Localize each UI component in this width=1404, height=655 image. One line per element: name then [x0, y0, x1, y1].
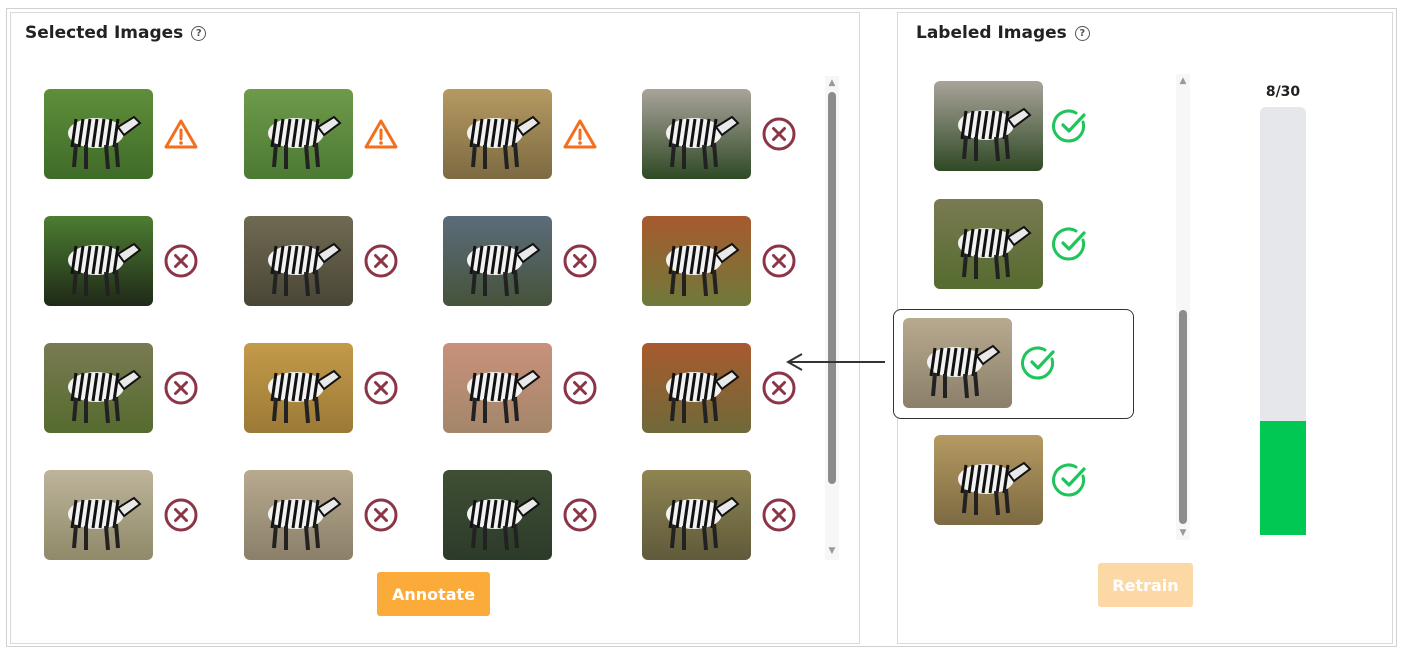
accepted-check-circle-icon[interactable] [1052, 108, 1088, 144]
retrain-button[interactable]: Retrain [1098, 563, 1193, 607]
selected-image-thumbnail[interactable] [244, 216, 353, 306]
selected-image-thumbnail[interactable] [44, 343, 153, 433]
selected-image-thumbnail[interactable] [443, 343, 552, 433]
selected-image-thumbnail[interactable] [443, 216, 552, 306]
selected-image-thumbnail[interactable] [44, 216, 153, 306]
selected-images-scrollbar[interactable]: ▲ ▼ [825, 76, 839, 560]
move-arrow-icon [785, 353, 885, 371]
rejected-x-circle-icon[interactable] [761, 243, 797, 279]
rejected-x-circle-icon[interactable] [761, 370, 797, 406]
selected-image-thumbnail[interactable] [443, 470, 552, 560]
scrollbar-thumb[interactable] [828, 92, 836, 484]
scrollbar-thumb[interactable] [1179, 310, 1187, 524]
accepted-check-circle-icon[interactable] [1052, 462, 1088, 498]
selected-image-thumbnail[interactable] [642, 343, 751, 433]
selected-image-thumbnail[interactable] [642, 470, 751, 560]
annotate-button[interactable]: Annotate [377, 572, 490, 616]
rejected-x-circle-icon[interactable] [761, 116, 797, 152]
help-circle-icon[interactable]: ? [1074, 25, 1090, 41]
rejected-x-circle-icon[interactable] [363, 243, 399, 279]
warning-triangle-icon[interactable] [363, 116, 399, 152]
accepted-check-circle-icon[interactable] [1052, 226, 1088, 262]
annotation-progress-bar [1260, 107, 1306, 535]
selected-images-title-text: Selected Images [25, 23, 184, 43]
selected-image-thumbnail[interactable] [642, 216, 751, 306]
warning-triangle-icon[interactable] [163, 116, 199, 152]
scroll-up-arrow-icon[interactable]: ▲ [828, 78, 836, 88]
labeled-images-title: Labeled Images ? [916, 23, 1090, 43]
selected-image-thumbnail[interactable] [44, 470, 153, 560]
rejected-x-circle-icon[interactable] [163, 370, 199, 406]
scroll-down-arrow-icon[interactable]: ▼ [828, 546, 836, 556]
labeled-images-scrollbar[interactable]: ▲ ▼ [1176, 74, 1190, 540]
accepted-check-circle-icon[interactable] [1021, 345, 1057, 381]
labeled-image-thumbnail[interactable] [934, 435, 1043, 525]
rejected-x-circle-icon[interactable] [163, 497, 199, 533]
rejected-x-circle-icon[interactable] [761, 497, 797, 533]
rejected-x-circle-icon[interactable] [562, 243, 598, 279]
help-circle-icon[interactable]: ? [191, 25, 207, 41]
selected-image-thumbnail[interactable] [44, 89, 153, 179]
selected-image-thumbnail[interactable] [244, 89, 353, 179]
rejected-x-circle-icon[interactable] [562, 497, 598, 533]
selected-image-thumbnail[interactable] [244, 470, 353, 560]
warning-triangle-icon[interactable] [562, 116, 598, 152]
labeled-images-title-text: Labeled Images [916, 23, 1067, 43]
rejected-x-circle-icon[interactable] [363, 370, 399, 406]
progress-fill [1260, 420, 1306, 535]
scroll-down-arrow-icon[interactable]: ▼ [1179, 528, 1187, 538]
progress-label: 8/30 [1265, 84, 1301, 100]
selected-image-thumbnail[interactable] [642, 89, 751, 179]
selected-images-title: Selected Images ? [25, 23, 207, 43]
labeled-image-thumbnail[interactable] [903, 318, 1012, 408]
selected-image-thumbnail[interactable] [443, 89, 552, 179]
rejected-x-circle-icon[interactable] [363, 497, 399, 533]
rejected-x-circle-icon[interactable] [562, 370, 598, 406]
labeled-image-thumbnail[interactable] [934, 199, 1043, 289]
rejected-x-circle-icon[interactable] [163, 243, 199, 279]
labeled-image-thumbnail[interactable] [934, 81, 1043, 171]
selected-image-thumbnail[interactable] [244, 343, 353, 433]
app-frame [6, 8, 1397, 647]
scroll-up-arrow-icon[interactable]: ▲ [1179, 76, 1187, 86]
